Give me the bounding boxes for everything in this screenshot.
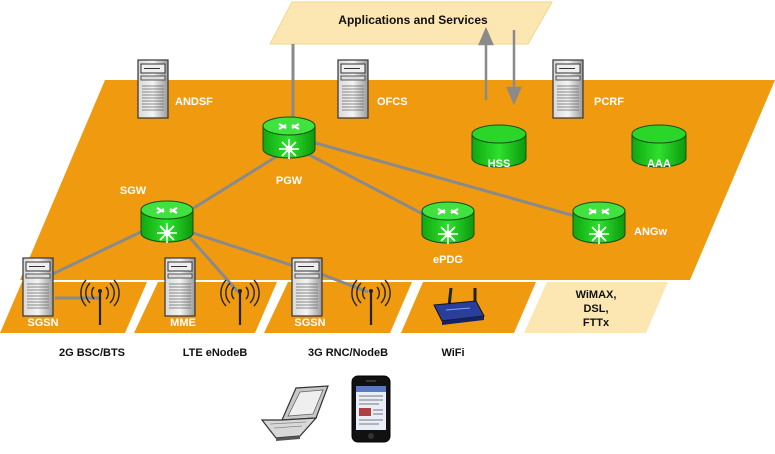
2g-node-label: SGSN — [27, 317, 58, 329]
applications-services-box: Applications and Services — [269, 1, 553, 45]
apps-traffic-arrows — [478, 26, 522, 106]
laptop-icon — [260, 385, 329, 441]
lte-node-label: MME — [170, 317, 196, 329]
fixed-line-1: WiMAX, — [576, 289, 617, 301]
hss-label: HSS — [488, 158, 511, 170]
network-links — [39, 44, 597, 300]
database-aaa: AAA — [631, 124, 687, 170]
node-2g-sgsn: SGSN — [22, 257, 59, 329]
server-icon — [291, 257, 323, 317]
access-panel-2g — [0, 282, 147, 333]
router-icon — [420, 200, 476, 246]
router-epdg — [420, 200, 476, 246]
caption-lte: LTE eNodeB — [183, 347, 248, 359]
access-panel-fixed — [524, 282, 668, 333]
fixed-access-label: WiMAX, DSL, FTTx — [576, 289, 617, 329]
3g-node-label: SGSN — [294, 317, 325, 329]
pcrf-label: PCRF — [594, 96, 624, 108]
caption-2g: 2G BSC/BTS — [59, 347, 125, 359]
server-ofcs: OFCS — [337, 59, 408, 119]
router-icon — [571, 200, 627, 246]
database-hss: HSS — [471, 124, 527, 170]
server-icon — [337, 59, 369, 119]
server-icon — [22, 257, 54, 317]
pgw-label: PGW — [276, 175, 303, 187]
aaa-label: AAA — [647, 158, 671, 170]
link-pgw-angw — [304, 138, 597, 224]
sgw-label: SGW — [120, 185, 147, 197]
angw-label: ANGw — [634, 226, 667, 238]
server-icon — [164, 257, 196, 317]
router-pgw — [261, 115, 317, 161]
smartphone-icon — [351, 375, 391, 443]
server-icon — [552, 59, 584, 119]
fixed-line-3: FTTx — [583, 317, 610, 329]
caption-wifi: WiFi — [441, 347, 464, 359]
server-icon — [137, 59, 169, 119]
access-panel-lte — [134, 282, 277, 333]
router-icon — [261, 115, 317, 161]
link-sgw-lte — [188, 237, 242, 295]
link-sgw-2g — [39, 228, 146, 282]
router-sgw — [139, 199, 195, 245]
router-icon — [139, 199, 195, 245]
node-lte-mme: MME — [164, 257, 196, 329]
applications-services-label: Applications and Services — [338, 13, 488, 27]
caption-3g: 3G RNC/NodeB — [308, 347, 388, 359]
epdg-label: ePDG — [433, 254, 463, 266]
node-3g-sgsn: SGSN — [291, 257, 326, 329]
link-sgw-3g — [189, 230, 307, 272]
server-andsf: ANDSF — [137, 59, 213, 119]
core-network-plane — [20, 80, 775, 280]
andsf-label: ANDSF — [175, 96, 213, 108]
router-angw — [571, 200, 627, 246]
wifi-router-icon — [433, 287, 485, 325]
fixed-line-2: DSL, — [583, 303, 608, 315]
ofcs-label: OFCS — [377, 96, 408, 108]
server-pcrf: PCRF — [552, 59, 624, 119]
